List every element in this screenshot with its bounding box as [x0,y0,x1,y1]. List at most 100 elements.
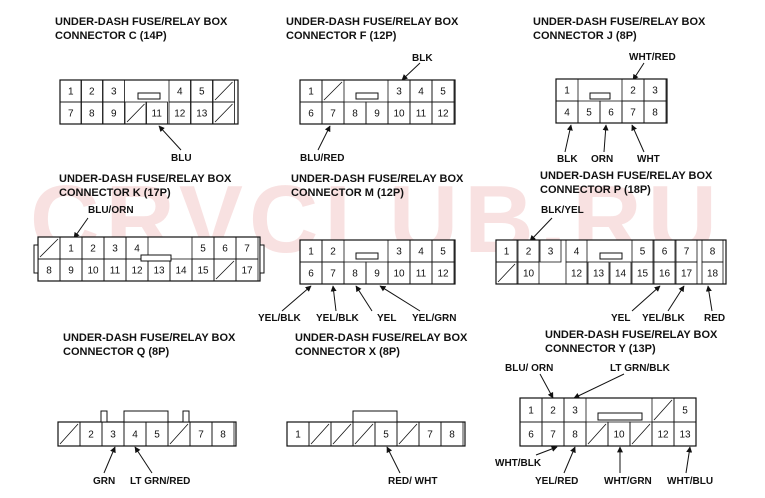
connector-p-cell [609,261,632,285]
wire-label-j-wht: WHT [637,154,660,165]
connector-x-cell [440,421,464,447]
connector-c-pin-4: 4 [177,87,183,98]
connector-j-pin-1: 1 [564,86,570,97]
wire-label-j-orn: ORN [591,154,614,165]
connector-j-cell [643,100,667,124]
connector-k-latch-left [33,244,39,274]
connector-p-cell [631,261,654,285]
wire-label-y-blu-orn: BLU/ ORN [505,363,554,374]
connector-q-pin-3: 3 [110,430,116,441]
wire-label-f-blu-red: BLU/RED [300,153,345,164]
connector-x-pin-8: 8 [449,430,455,441]
connector-y-blank-pin [631,423,651,445]
connector-p-blank-pin [497,263,516,283]
wire-label-f-blk: BLK [412,53,433,64]
connector-k-title-line1: UNDER-DASH FUSE/RELAY BOX [59,173,232,185]
connector-f-pin-1: 1 [308,87,314,98]
leader-arrow [535,446,558,456]
leader-arrow [158,125,182,151]
connector-m-lock-tab [355,252,379,260]
connector-f-pin-4: 4 [418,87,424,98]
wire-label-p-red: RED [704,313,726,324]
connector-y-pin-7: 7 [550,430,556,441]
connector-k-pin-14: 14 [175,266,187,277]
connector-f-lock-tab [355,92,379,100]
connector-p-cell [653,261,676,285]
connector-k-pin-12: 12 [131,266,143,277]
connector-m-cell [431,261,455,285]
connector-k-lock-tab [140,254,172,262]
connector-p-pin-17: 17 [681,269,693,280]
connector-m-pin-3: 3 [396,247,402,258]
leader-arrow [573,373,625,399]
connector-j-pin-4: 4 [564,108,570,119]
connector-c-pin-3: 3 [111,87,117,98]
wire-label-m-yel: YEL [377,313,397,324]
connector-f-pin-8: 8 [352,109,358,120]
connector-y-title-line1: UNDER-DASH FUSE/RELAY BOX [545,329,718,341]
connector-m-pin-4: 4 [418,247,424,258]
connector-c-cell [212,101,235,125]
leader-arrow [401,62,421,81]
connector-c-pin-12: 12 [174,109,186,120]
connector-m-pin-2: 2 [330,247,336,258]
connector-y-blank-pin [653,399,673,421]
leader-arrow [667,285,685,312]
leader-arrow [685,446,693,474]
connector-p-lock-tab [599,252,623,260]
connector-k-blank-pin [39,238,59,258]
connector-j-title-line2: CONNECTOR J (8P) [533,30,637,42]
connector-p-pin-1: 1 [504,247,510,258]
wire-label-y-yel-red: YEL/RED [535,476,579,487]
connector-c-title-line1: UNDER-DASH FUSE/RELAY BOX [55,16,228,28]
connector-p-title-line1: UNDER-DASH FUSE/RELAY BOX [540,170,713,182]
connector-k-pin-9: 9 [68,266,74,277]
connector-y-title: UNDER-DASH FUSE/RELAY BOX CONNECTOR Y (13… [545,328,717,356]
connector-x-pin-5: 5 [383,430,389,441]
connector-k-title-line2: CONNECTOR K (17P) [59,187,171,199]
connector-j-pin-6: 6 [608,108,614,119]
wire-label-p-yel-blk: YEL/BLK [642,313,685,324]
connector-y-pin-1: 1 [528,406,534,417]
wire-label-y-wht-blu: WHT/BLU [667,476,714,487]
connector-x-lock-tab [352,410,398,423]
connector-k-title: UNDER-DASH FUSE/RELAY BOX CONNECTOR K (17… [59,172,231,200]
connector-p-pin-4: 4 [574,247,580,258]
connector-y-title-line2: CONNECTOR Y (13P) [545,343,656,355]
connector-p-cell [675,261,698,285]
leader-arrow [632,62,645,81]
leader-arrow [631,124,645,153]
connector-q-blank-pin [169,423,189,445]
connector-x-title-line1: UNDER-DASH FUSE/RELAY BOX [295,332,468,344]
leader-arrow [379,285,421,312]
connector-x-blank-pin [332,423,352,445]
connector-p-pin-6: 6 [662,247,668,258]
connector-c-pin-8: 8 [89,109,95,120]
leader-arrow [73,217,89,239]
connector-f-pin-3: 3 [396,87,402,98]
connector-f-pin-7: 7 [330,109,336,120]
connector-j-pin-3: 3 [652,86,658,97]
connector-y-pin-2: 2 [550,406,556,417]
connector-k-pin-13: 13 [153,266,165,277]
connector-f-title-line2: CONNECTOR F (12P) [286,30,397,42]
connector-q-pin-8: 8 [220,430,226,441]
connector-q-guide [100,410,108,423]
connector-x-blank-pin [354,423,374,445]
wire-label-y-wht-blk: WHT/BLK [495,458,542,469]
leader-arrow [281,285,312,312]
leader-arrow [564,124,573,153]
connector-m-title-line1: UNDER-DASH FUSE/RELAY BOX [291,173,464,185]
connector-c-pin-11: 11 [152,109,163,120]
connector-p-cell [587,261,610,285]
connector-c-pin-2: 2 [89,87,95,98]
connector-f-pin-6: 6 [308,109,314,120]
connector-f-pin-11: 11 [416,109,427,120]
connector-k-pin-7: 7 [244,244,250,255]
connector-p-pin-2: 2 [526,247,532,258]
